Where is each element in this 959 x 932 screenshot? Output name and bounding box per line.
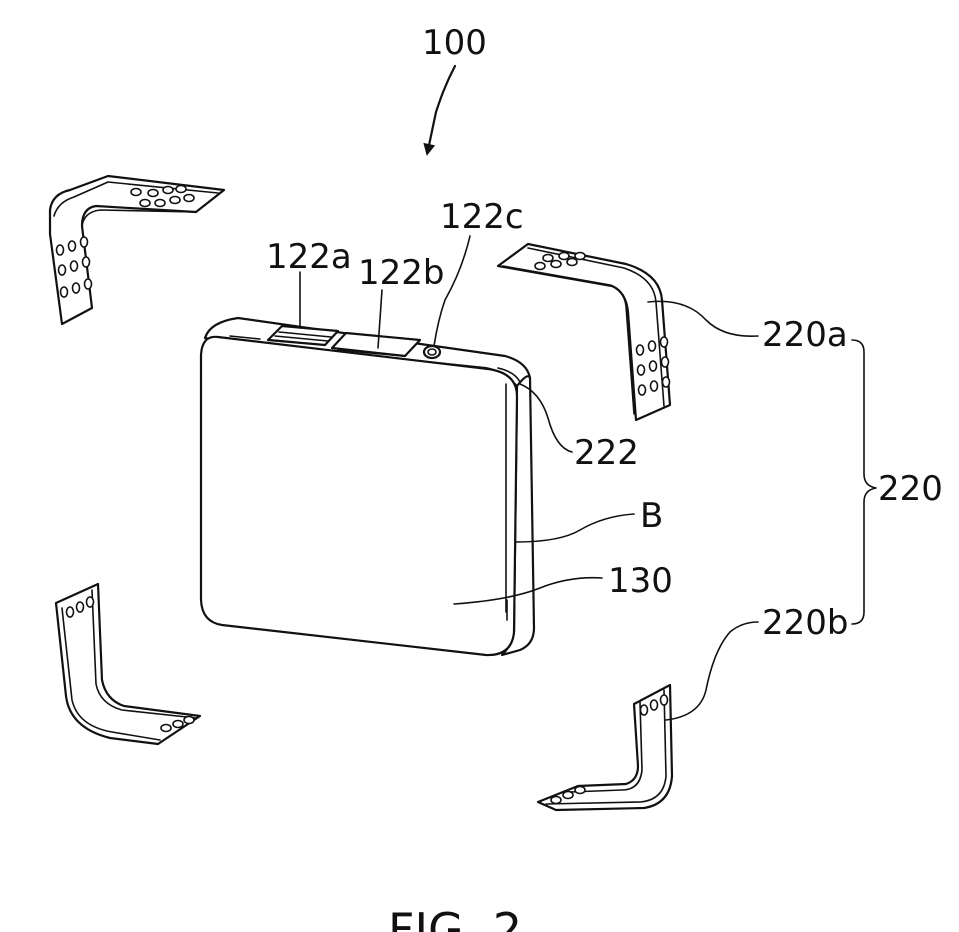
label-222: 222: [574, 433, 639, 473]
label-220b: 220b: [762, 603, 848, 643]
bracket-top-left: [50, 176, 224, 324]
battery-front-face: [201, 337, 517, 655]
label-B: B: [640, 496, 663, 536]
figure-caption: FIG. 2: [388, 903, 522, 932]
label-130: 130: [608, 561, 673, 601]
label-122c: 122c: [440, 197, 524, 237]
label-220a: 220a: [762, 315, 848, 355]
battery-cell: [201, 318, 534, 655]
bracket-220b: [538, 685, 672, 810]
label-122b: 122b: [358, 253, 444, 293]
arrow-100: [428, 66, 455, 150]
leader-220b: [666, 622, 758, 720]
label-122a: 122a: [266, 237, 352, 277]
brace-220: [852, 340, 876, 624]
bracket-bottom-left: [56, 584, 200, 744]
label-100: 100: [422, 23, 487, 63]
label-220: 220: [878, 469, 943, 509]
vent-122c: [424, 346, 440, 358]
leader-B: [516, 514, 634, 542]
